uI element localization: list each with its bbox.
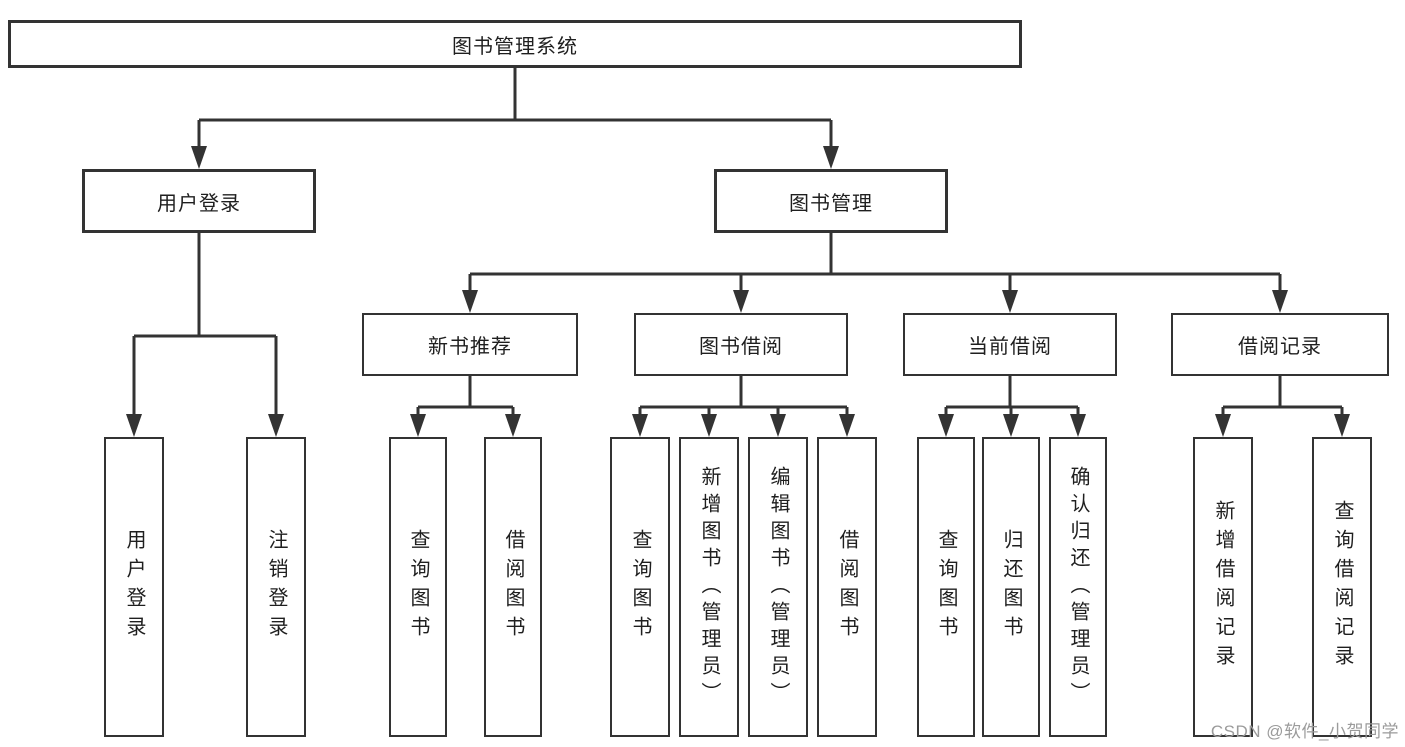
leaf-label: 借阅图书 bbox=[502, 529, 524, 645]
leaf-label: 新增借阅记录 bbox=[1212, 500, 1234, 674]
leaf-query-books-current: 查询图书 bbox=[917, 437, 975, 737]
node-label: 图书管理 bbox=[789, 192, 873, 215]
node-library-management-system: 图书管理系统 bbox=[8, 20, 1022, 68]
node-label: 图书管理系统 bbox=[452, 35, 578, 58]
node-label: 新书推荐 bbox=[428, 336, 512, 358]
leaf-borrow-books-recommend: 借阅图书 bbox=[484, 437, 542, 737]
leaf-return-books: 归还图书 bbox=[982, 437, 1040, 737]
leaf-label: 查询借阅记录 bbox=[1331, 500, 1353, 674]
node-borrow-records: 借阅记录 bbox=[1171, 313, 1389, 376]
leaf-label: 用户登录 bbox=[123, 529, 145, 645]
node-new-book-recommend: 新书推荐 bbox=[362, 313, 578, 376]
leaf-logout: 注销登录 bbox=[246, 437, 306, 737]
leaf-label: 借阅图书 bbox=[836, 529, 858, 645]
leaf-label: 编辑图书（管理员） bbox=[767, 465, 789, 709]
leaf-label: 新增图书（管理员） bbox=[698, 465, 720, 709]
leaf-user-login: 用户登录 bbox=[104, 437, 164, 737]
leaf-query-books-recommend: 查询图书 bbox=[389, 437, 447, 737]
leaf-label: 查询图书 bbox=[629, 529, 651, 645]
leaf-query-borrow-record: 查询借阅记录 bbox=[1312, 437, 1372, 737]
leaf-label: 注销登录 bbox=[265, 529, 287, 645]
node-current-borrow: 当前借阅 bbox=[903, 313, 1117, 376]
leaf-query-books-borrow: 查询图书 bbox=[610, 437, 670, 737]
node-label: 借阅记录 bbox=[1238, 336, 1322, 358]
leaf-edit-books-admin: 编辑图书（管理员） bbox=[748, 437, 808, 737]
node-book-borrow: 图书借阅 bbox=[634, 313, 848, 376]
node-label: 图书借阅 bbox=[699, 336, 783, 358]
node-label: 用户登录 bbox=[157, 192, 241, 215]
leaf-confirm-return-admin: 确认归还（管理员） bbox=[1049, 437, 1107, 737]
leaf-label: 归还图书 bbox=[1000, 529, 1022, 645]
node-label: 当前借阅 bbox=[968, 336, 1052, 358]
leaf-label: 确认归还（管理员） bbox=[1067, 465, 1089, 709]
leaf-label: 查询图书 bbox=[407, 529, 429, 645]
leaf-add-books-admin: 新增图书（管理员） bbox=[679, 437, 739, 737]
leaf-label: 查询图书 bbox=[935, 529, 957, 645]
node-book-management: 图书管理 bbox=[714, 169, 948, 233]
leaf-borrow-books: 借阅图书 bbox=[817, 437, 877, 737]
node-user-login: 用户登录 bbox=[82, 169, 316, 233]
leaf-add-borrow-record: 新增借阅记录 bbox=[1193, 437, 1253, 737]
csdn-watermark: CSDN @软件_小贺同学 bbox=[1210, 722, 1399, 741]
